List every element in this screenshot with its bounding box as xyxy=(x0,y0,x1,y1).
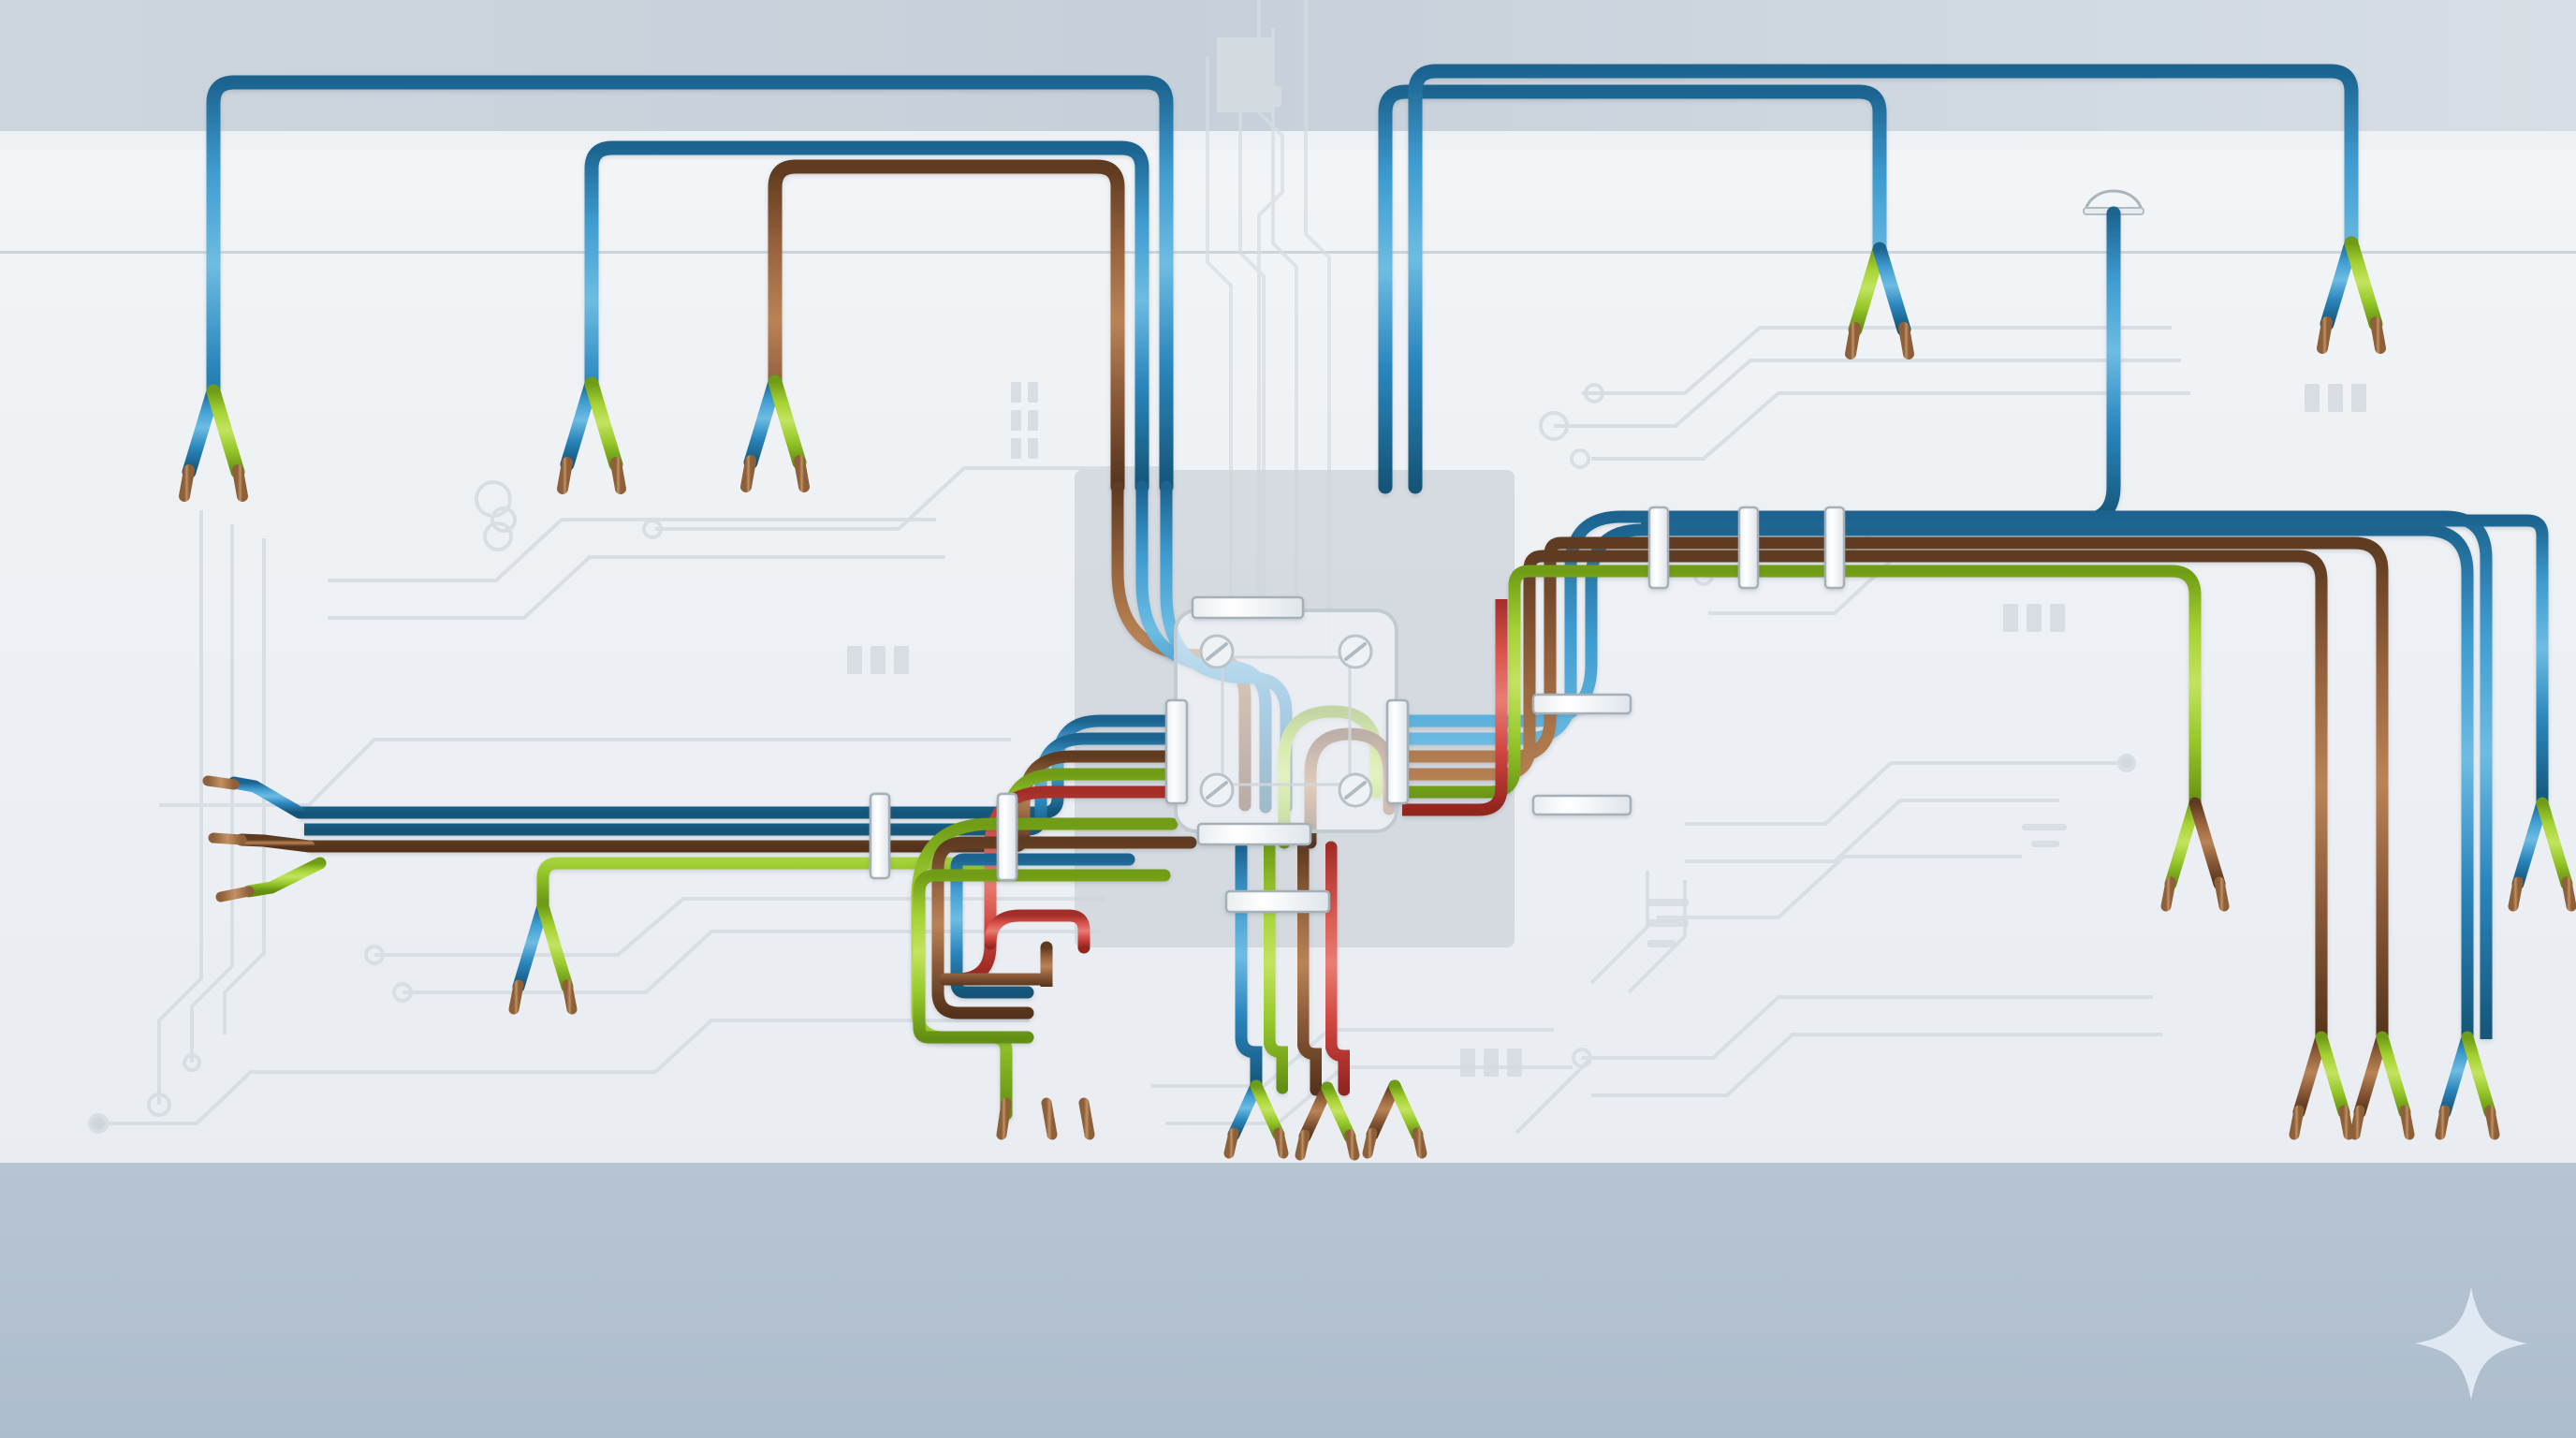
wire-group-bottom-trunk xyxy=(1235,841,1351,1096)
terminal-left-fan xyxy=(202,775,327,902)
chip-icon xyxy=(1217,37,1273,112)
cable-clamp[interactable] xyxy=(1647,506,1670,590)
junction-box-inner-frame xyxy=(1221,655,1352,786)
terminal-bottom-right-2 xyxy=(2349,1031,2415,1140)
wire-group-right-trunk xyxy=(1402,510,2493,1039)
terminal-right-green xyxy=(2160,797,2230,912)
floor-label: floor-band xyxy=(9,68,60,81)
wire-group-right-upper xyxy=(1647,514,2549,805)
cable-clamp[interactable] xyxy=(1191,595,1305,620)
sparkle-label: sparkle-star xyxy=(9,53,68,66)
cable-clamps-left-trunk xyxy=(869,792,1018,882)
terminal-bottom-right-3 xyxy=(2435,1031,2500,1140)
cable-clamp[interactable] xyxy=(1737,506,1760,590)
wire-group-left-drops xyxy=(939,909,1095,1140)
scene-title: Electrical Wiring Junction Illustration xyxy=(9,8,189,22)
box-screw-bottom-right[interactable] xyxy=(1338,772,1373,808)
cable-clamp[interactable] xyxy=(869,792,891,880)
box-screw-top-left[interactable] xyxy=(1199,634,1235,669)
terminal-top-left-3 xyxy=(740,374,810,492)
terminal-bottom-center-1 xyxy=(1223,1079,1289,1159)
wire-group-top-right xyxy=(1378,64,2359,494)
cable-clamp[interactable] xyxy=(1196,822,1312,846)
terminal-bottom-right-1 xyxy=(2289,1031,2354,1140)
terminal-top-right-1 xyxy=(1845,242,1914,360)
terminal-bottom-center-3 xyxy=(1362,1079,1427,1159)
box-screw-top-right[interactable] xyxy=(1338,634,1373,669)
ceiling-label: ceiling-band xyxy=(9,83,70,96)
floor-band xyxy=(0,1163,2576,1438)
cable-clamp[interactable] xyxy=(1224,889,1331,914)
cable-clamp[interactable] xyxy=(973,805,992,884)
cable-clamp[interactable] xyxy=(996,792,1018,882)
chart-title: Electrical cable routing schematic xyxy=(9,98,176,111)
cable-clamp[interactable] xyxy=(1385,698,1410,805)
box-screw-bottom-left[interactable] xyxy=(1199,772,1235,808)
cable-clamp[interactable] xyxy=(1164,698,1189,805)
junction-box[interactable] xyxy=(1174,609,1398,833)
junction-box-label: junction-box xyxy=(8,23,70,37)
terminal-left-green-drop xyxy=(508,900,578,1015)
terminal-right-far xyxy=(2508,797,2576,912)
chip-blocks xyxy=(847,37,2366,1077)
ceiling-light-label: ceiling-light-fixture xyxy=(9,38,100,51)
ceiling-line xyxy=(0,251,2576,254)
cable-clamp[interactable] xyxy=(1531,693,1632,715)
cable-clamp[interactable] xyxy=(1823,506,1846,590)
terminal-bottom-center-2 xyxy=(1295,1081,1360,1161)
sparkle-star-icon xyxy=(2415,1287,2527,1400)
wire-group-top-left xyxy=(206,75,1174,494)
cable-clamp[interactable] xyxy=(1531,794,1632,816)
ceiling-highlight xyxy=(0,131,2576,152)
